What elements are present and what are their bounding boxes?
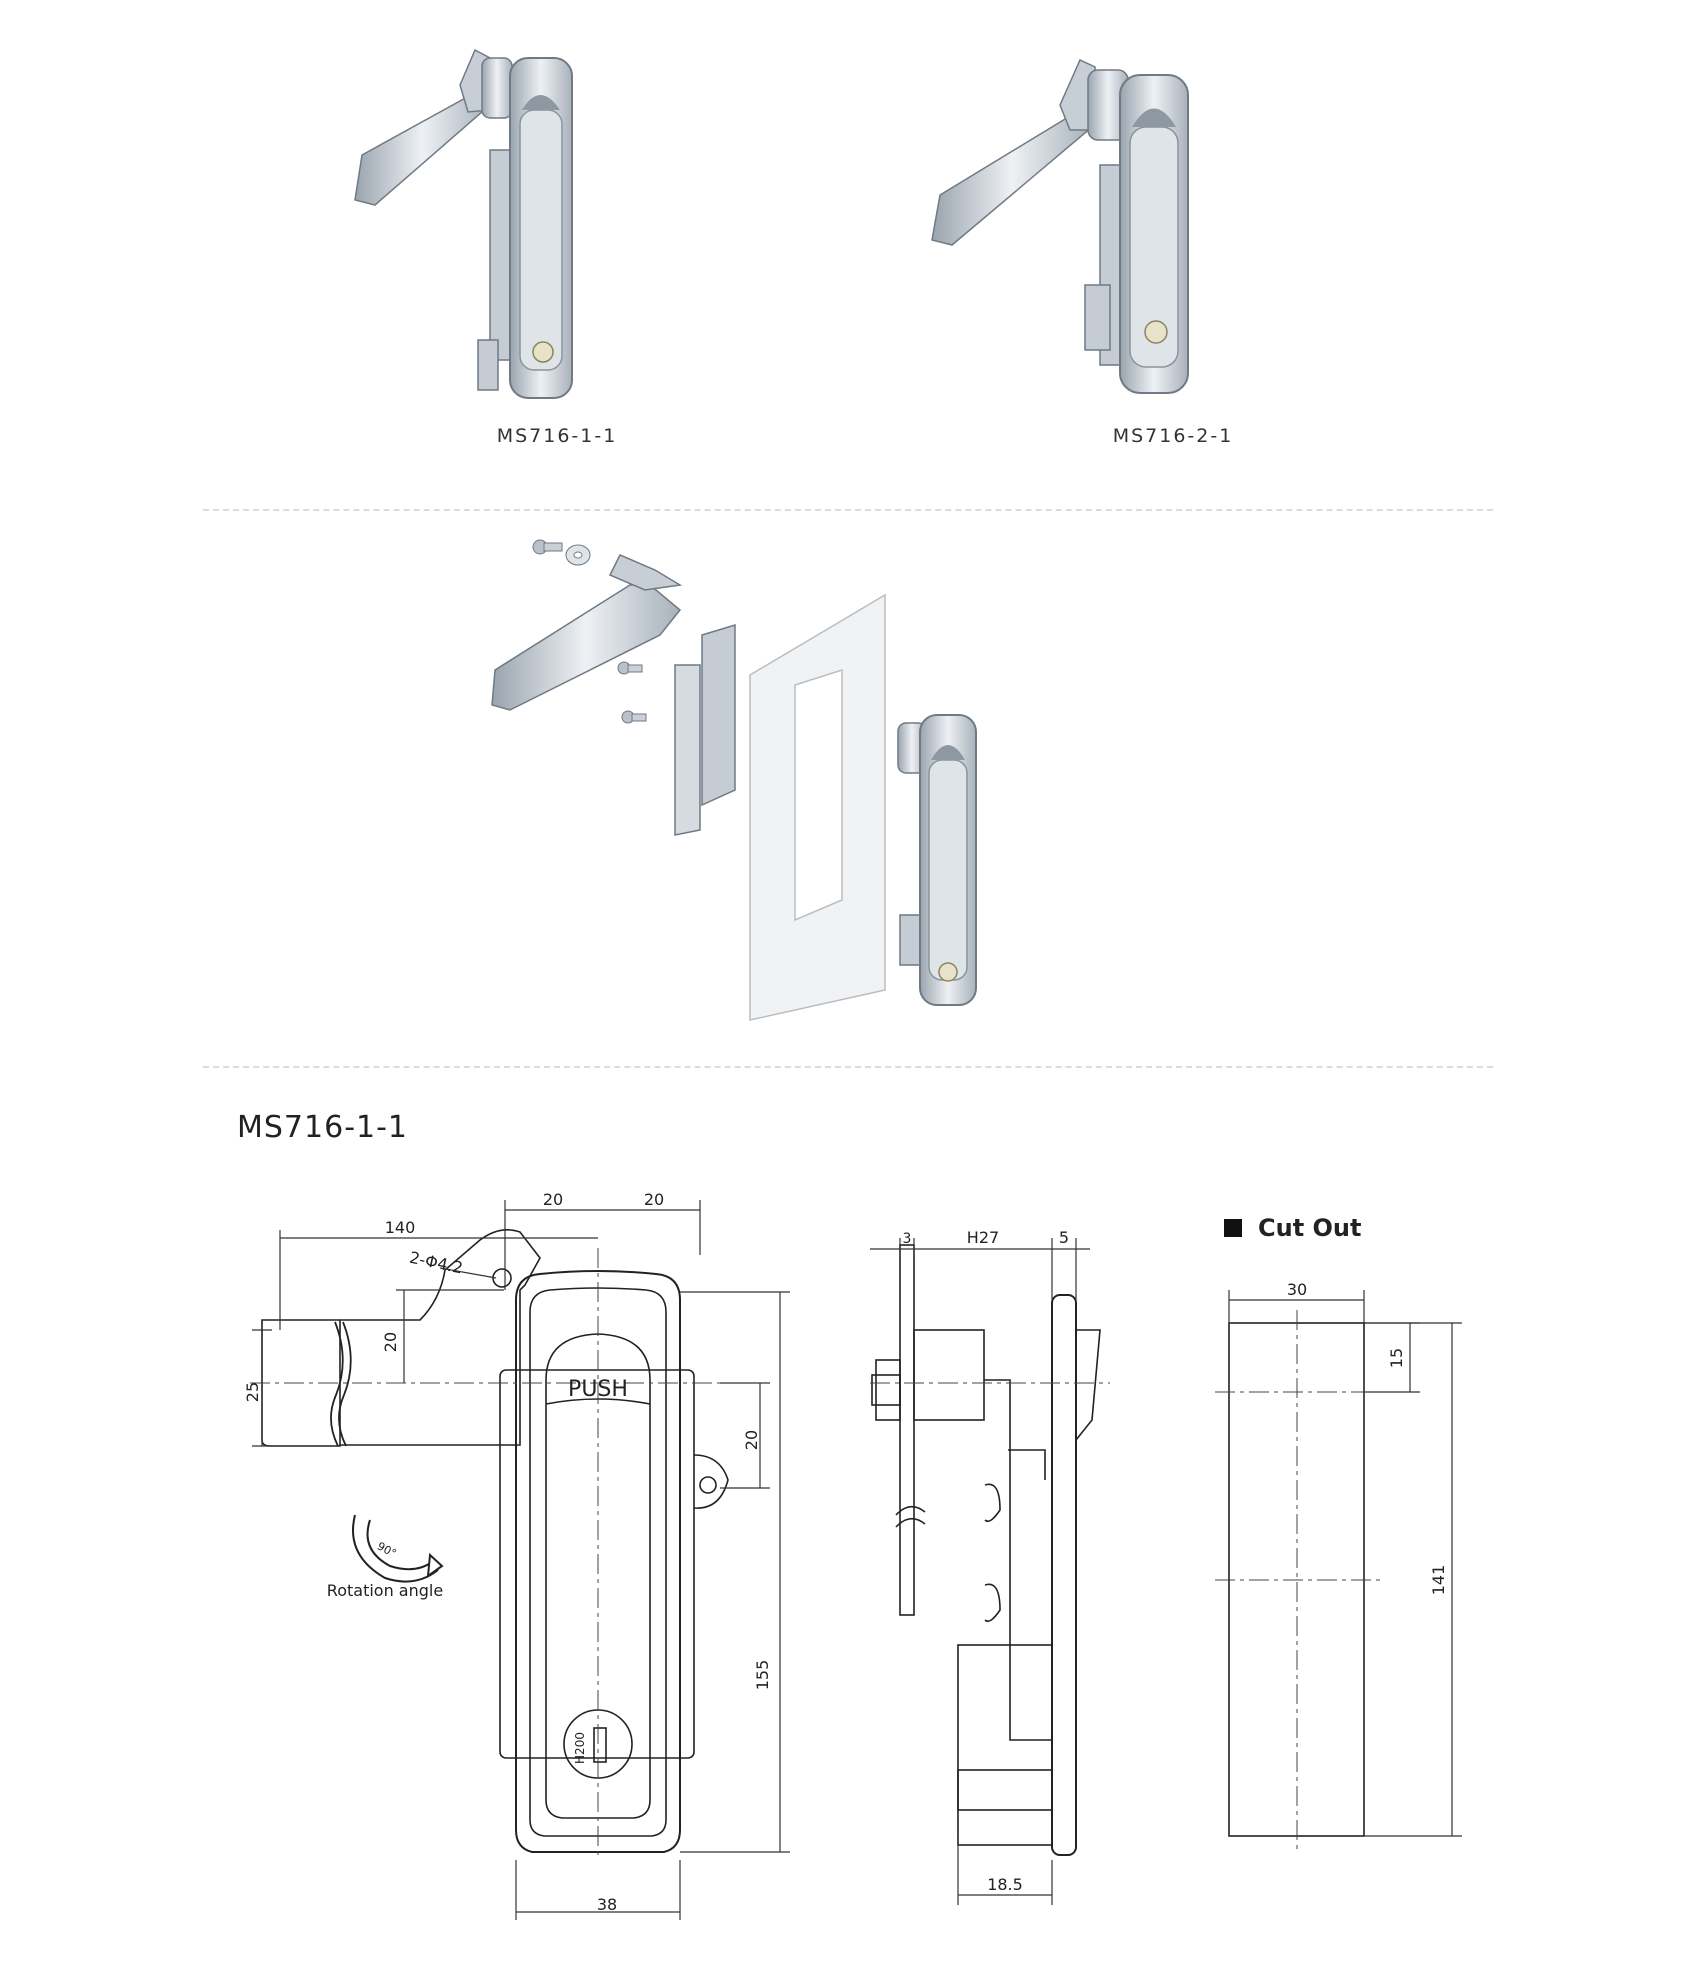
product-label-2: MS716-2-1 [1112, 425, 1234, 447]
square-bullet-icon [1224, 1219, 1242, 1237]
dim-38: 38 [597, 1895, 617, 1914]
latch-render-2 [931, 58, 1189, 394]
product-image-ms716-1-1 [340, 40, 640, 410]
dim-30: 30 [1287, 1280, 1307, 1299]
dim-140: 140 [385, 1218, 416, 1237]
push-label: PUSH [568, 1377, 628, 1402]
rotation-label: Rotation angle [327, 1581, 443, 1600]
dim-15: 15 [1387, 1348, 1406, 1368]
washer-icon [565, 544, 591, 566]
latch-render-1 [354, 48, 573, 399]
key-code: H200 [573, 1732, 587, 1764]
dim-h27: H27 [967, 1228, 999, 1247]
side-dimensions [870, 1238, 1090, 1905]
cutout-title: Cut Out [1258, 1214, 1362, 1242]
product-label-1: MS716-1-1 [496, 425, 618, 447]
exploded-view [480, 525, 1000, 1035]
cutout-view [1215, 1310, 1380, 1850]
front-view [250, 1229, 729, 1860]
dim-20-left: 20 [543, 1190, 563, 1209]
dim-20-lever: 20 [381, 1332, 400, 1352]
dim-20-right: 20 [644, 1190, 664, 1209]
section-divider-1 [203, 509, 1493, 511]
exploded-assembly-render [491, 539, 977, 1021]
dim-18-5: 18.5 [987, 1875, 1023, 1894]
dim-20-pin: 20 [742, 1430, 761, 1450]
dim-3: 3 [903, 1231, 912, 1247]
screw-icon [617, 661, 647, 724]
dim-141: 141 [1429, 1565, 1448, 1596]
product-image-ms716-2-1 [920, 45, 1260, 400]
dim-25: 25 [243, 1382, 262, 1402]
drawing-title: MS716-1-1 [237, 1110, 409, 1145]
side-view [870, 1244, 1110, 1856]
front-dimensions [252, 1200, 790, 1920]
screw-icon [532, 539, 563, 555]
dim-5: 5 [1059, 1228, 1069, 1247]
dim-hole: 2-Φ4.2 [408, 1248, 465, 1278]
section-divider-2 [203, 1066, 1493, 1068]
cutout-dimensions [1228, 1290, 1462, 1837]
dim-155: 155 [753, 1660, 772, 1691]
